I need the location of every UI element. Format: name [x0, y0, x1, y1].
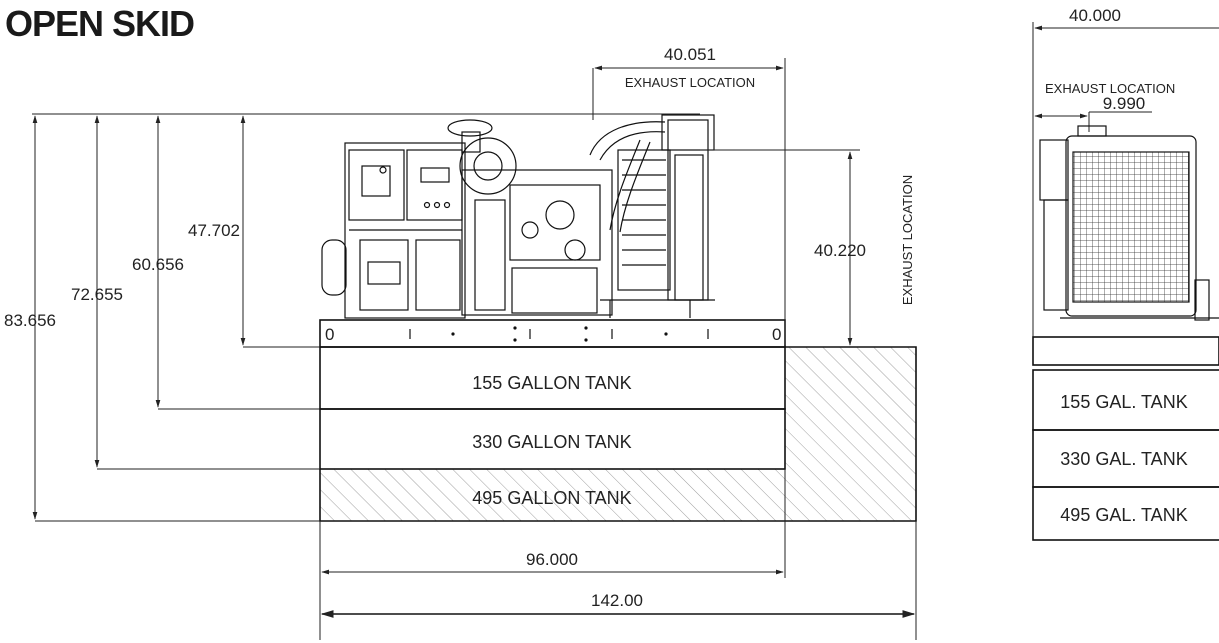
front-view: 155 GALLON TANK 330 GALLON TANK 495 GALL… [4, 45, 917, 640]
side-skid [1032, 336, 1219, 366]
tank-330 [319, 408, 786, 470]
tank-330-label: 330 GALLON TANK [472, 432, 631, 452]
height-155-dim: 60.656 [132, 255, 184, 274]
side-width-dim: 40.000 [1069, 6, 1121, 25]
side-tank-495-label: 495 GAL. TANK [1060, 505, 1187, 525]
side-view: 40.000 EXHAUST LOCATION 9.990 155 GAL. T… [1032, 6, 1219, 541]
height-no-tank-dim: 47.702 [188, 221, 240, 240]
skid-mark-right: 0 [772, 325, 781, 344]
exhaust-horizontal-dim: 40.051 [664, 45, 716, 64]
generator-set [321, 114, 715, 319]
exhaust-location-label: EXHAUST LOCATION [625, 75, 755, 90]
length-495-dim: 142.00 [591, 591, 643, 610]
side-exhaust-label: EXHAUST LOCATION [1045, 81, 1175, 96]
height-330-dim: 72.655 [71, 285, 123, 304]
skid-mark-left: 0 [325, 325, 334, 344]
page-title: OPEN SKID [5, 3, 194, 44]
side-exhaust-offset-dim: 9.990 [1103, 94, 1146, 113]
tank-495-label: 495 GALLON TANK [472, 488, 631, 508]
height-495-dim: 83.656 [4, 311, 56, 330]
side-tank-495 [1032, 486, 1219, 541]
tank-extension-hatch [785, 347, 916, 469]
exhaust-vertical-label: EXHAUST LOCATION [900, 175, 915, 305]
length-base-dim: 96.000 [526, 550, 578, 569]
tank-495-hatch [320, 469, 916, 521]
tank-155-label: 155 GALLON TANK [472, 373, 631, 393]
radiator-grille [1072, 151, 1190, 303]
skid-base [319, 319, 786, 348]
side-tank-155-label: 155 GAL. TANK [1060, 392, 1187, 412]
exhaust-vertical-dim: 40.220 [814, 241, 866, 260]
side-tank-330-label: 330 GAL. TANK [1060, 449, 1187, 469]
